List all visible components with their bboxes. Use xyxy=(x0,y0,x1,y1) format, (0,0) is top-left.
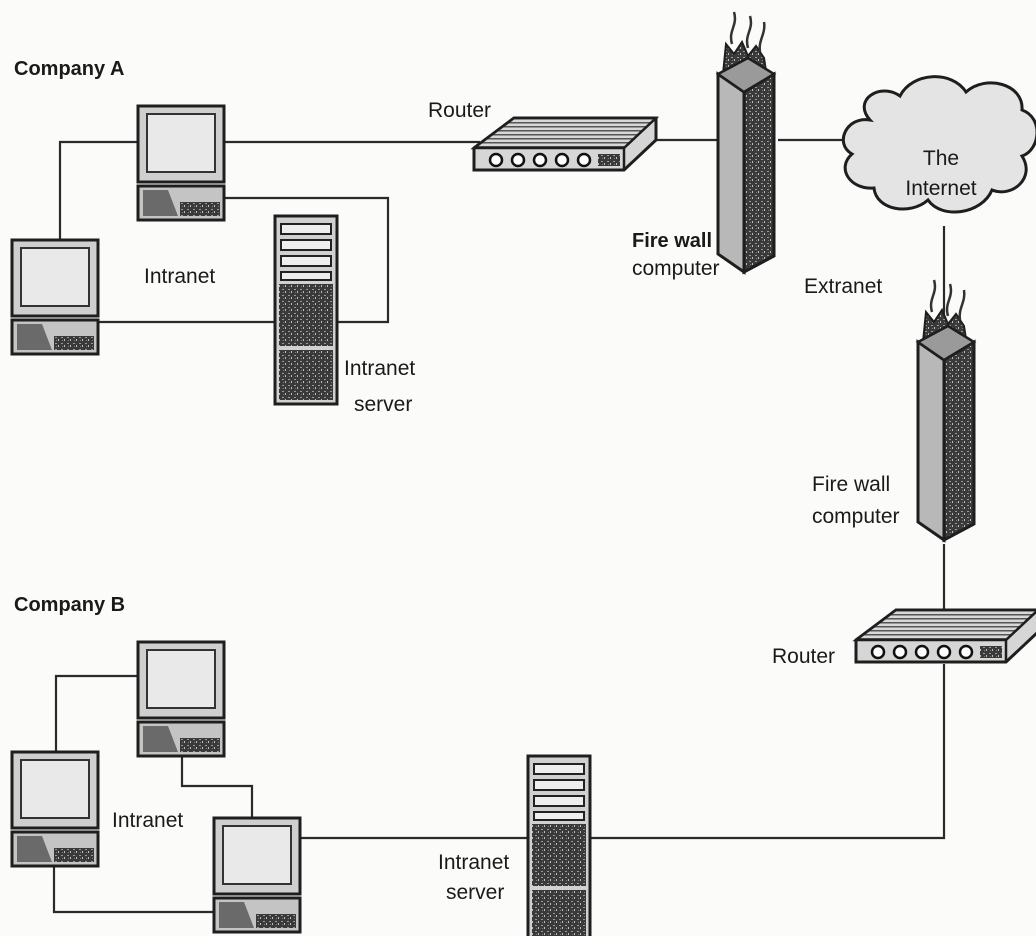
internet-label-line1: The xyxy=(900,146,982,172)
server-b-label-line2: server xyxy=(446,880,504,906)
router-b-label: Router xyxy=(772,644,835,670)
router-b-icon xyxy=(856,610,1036,662)
server-a-label-line2: server xyxy=(354,392,412,418)
workstation-b2-icon xyxy=(12,752,98,866)
router-a-icon xyxy=(474,118,656,170)
intranet-a-label: Intranet xyxy=(144,264,215,290)
firewall-b-icon xyxy=(918,280,974,540)
router-a-label: Router xyxy=(428,98,491,124)
firewall-b-label-line2: computer xyxy=(812,504,900,530)
server-a-label-line1: Intranet xyxy=(344,356,415,382)
firewall-a-label-line1: Fire wall xyxy=(632,228,712,254)
server-b-icon xyxy=(528,756,590,936)
firewall-a-label-line2: computer xyxy=(632,256,720,282)
internet-label-line2: Internet xyxy=(890,176,992,202)
server-a-icon xyxy=(275,216,337,404)
network-links xyxy=(54,140,944,912)
workstation-a2-icon xyxy=(12,240,98,354)
company-b-title: Company B xyxy=(14,592,125,618)
workstation-b3-icon xyxy=(214,818,300,932)
firewall-a-icon xyxy=(718,12,774,272)
server-b-label-line1: Intranet xyxy=(438,850,509,876)
company-a-title: Company A xyxy=(14,56,124,82)
workstation-b1-icon xyxy=(138,642,224,756)
intranet-b-label: Intranet xyxy=(112,808,183,834)
workstation-a1-icon xyxy=(138,106,224,220)
extranet-label: Extranet xyxy=(804,274,882,300)
firewall-b-label-line1: Fire wall xyxy=(812,472,890,498)
